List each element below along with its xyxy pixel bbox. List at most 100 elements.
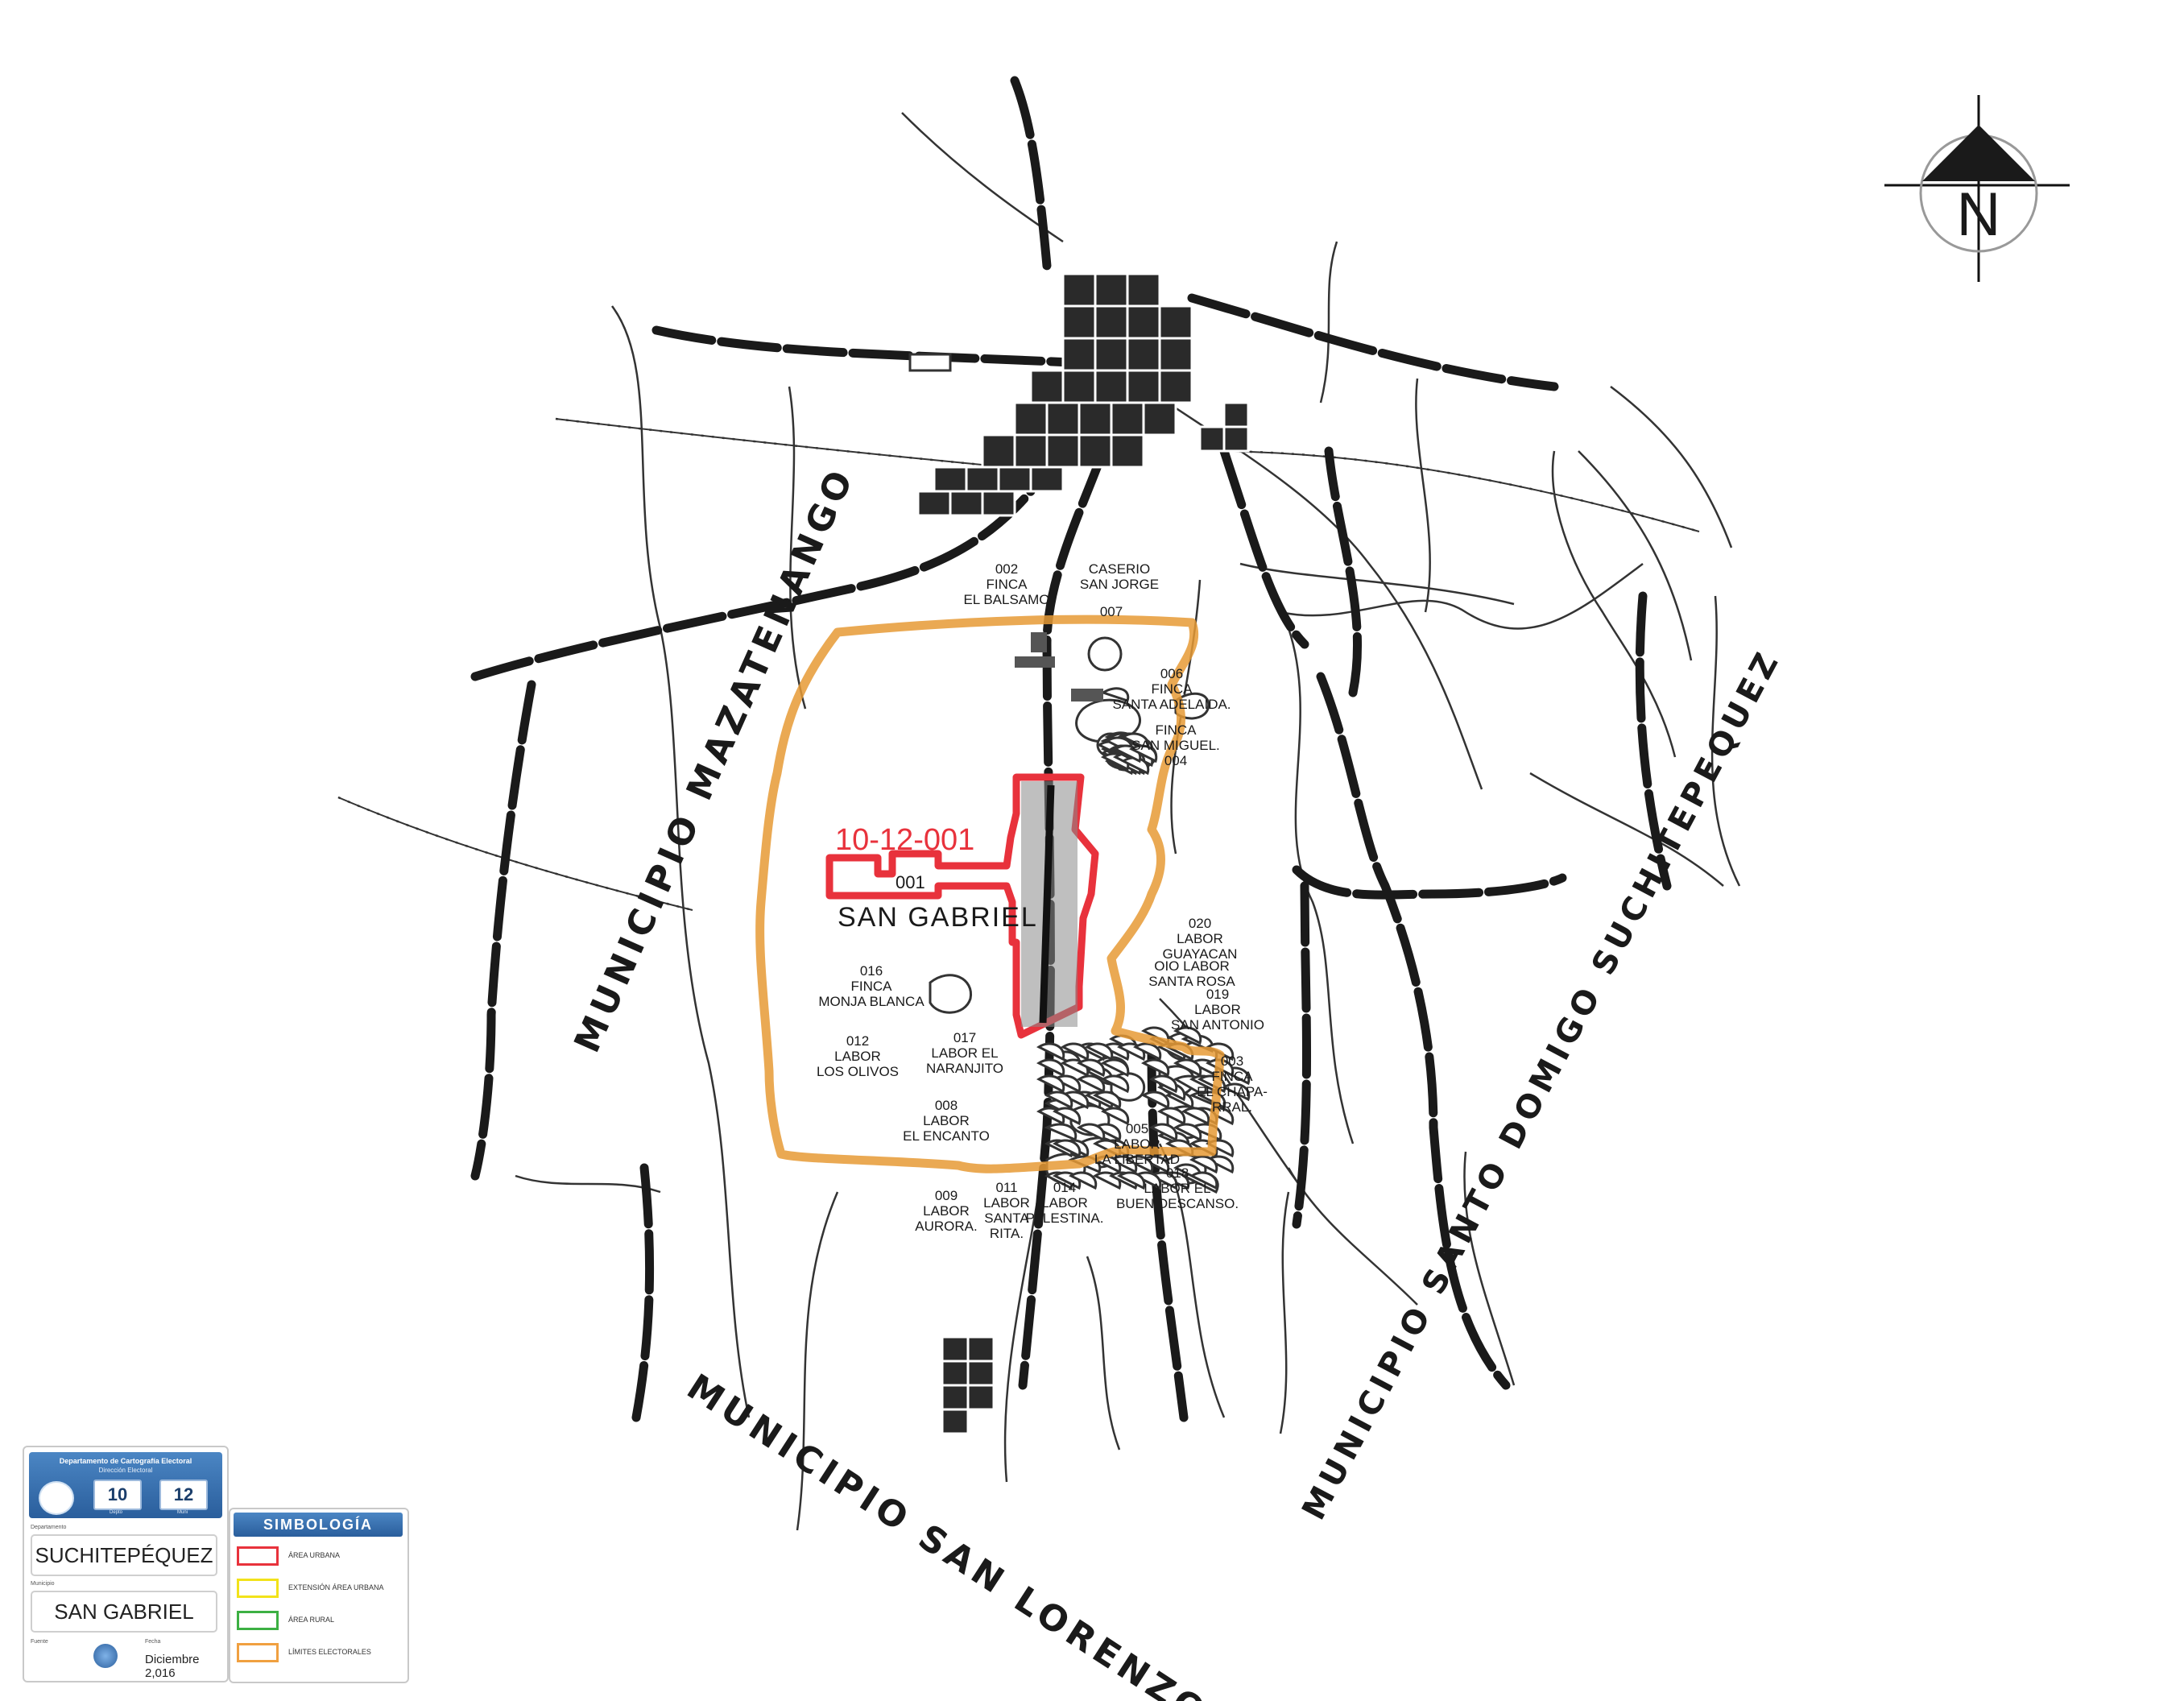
place-label-line: FINCA	[987, 577, 1028, 592]
place-label-line: LABOR	[1114, 1136, 1160, 1152]
place-label-line: LABOR	[1177, 931, 1223, 946]
place-label-line: FINCA	[1152, 681, 1193, 697]
north-letter: N	[1957, 180, 2001, 249]
place-label-line: SAN JORGE	[1080, 577, 1159, 592]
legend-item-electoral-limits: LÍMITES ELECTORALES	[237, 1641, 402, 1666]
legend-swatch	[237, 1579, 279, 1598]
place-label-line: LABOR	[834, 1049, 881, 1064]
place-label-line: EL ENCANTO	[903, 1128, 990, 1144]
department-caption: Departamento	[31, 1525, 67, 1530]
place-label-line: GUAYACAN	[1163, 946, 1238, 962]
date-value: Diciembre 2,016	[145, 1653, 200, 1680]
legend-item-rural: ÁREA RURAL	[237, 1609, 402, 1633]
place-label-line: 008	[935, 1098, 958, 1113]
municipio-caption: Municipio	[31, 1581, 55, 1587]
urban-number-label: 001	[896, 872, 925, 892]
seal-icon	[39, 1481, 74, 1515]
place-label-line: SANTA ADELAIDA.	[1112, 697, 1231, 712]
place-label-line: CASERIO	[1089, 561, 1151, 577]
place-label-line: 018	[1166, 1165, 1189, 1181]
place-label-line: RRAL.	[1212, 1099, 1252, 1115]
label-municipio-santo-domingo: MUNICIPIO SANTO DOMIGO SUCHITEPEQUEZ	[1295, 643, 1788, 1525]
urban-code-label: 10-12-001	[835, 823, 974, 857]
muni-code: 12	[159, 1480, 208, 1510]
place-label-line: NARANJITO	[926, 1061, 1003, 1076]
place-label-line: BUEN DESCANSO.	[1116, 1196, 1239, 1211]
depto-code: 10	[93, 1480, 142, 1510]
place-label-line: 019	[1206, 987, 1229, 1002]
legend-swatch	[237, 1546, 279, 1566]
place-label-line: LA LIBERTAD	[1094, 1152, 1180, 1167]
place-label-line: 014	[1053, 1180, 1076, 1195]
card-department-title: Departamento de Cartografía Electoral	[59, 1457, 192, 1465]
legend-item-urban: ÁREA URBANA	[237, 1545, 402, 1569]
place-label-line: SANTA ROSA	[1148, 974, 1235, 989]
place-label-line: RITA.	[990, 1226, 1024, 1241]
place-label-line: 002	[995, 561, 1018, 577]
place-label-line: LABOR EL	[931, 1045, 998, 1061]
settlements	[929, 687, 1251, 1194]
place-label-line: LABOR	[983, 1195, 1030, 1211]
north-arrow: N	[1884, 95, 2070, 282]
place-label-line: LABOR EL	[1144, 1181, 1210, 1196]
date-caption: Fecha	[145, 1639, 161, 1645]
place-label-line: 005	[1126, 1121, 1148, 1136]
place-label-line: SANTA	[984, 1211, 1029, 1226]
place-label-line: LABOR	[1041, 1195, 1088, 1211]
place-label-line: EL BALSAMO	[963, 592, 1049, 607]
place-label-line: LABOR	[1194, 1002, 1241, 1017]
feature-cemetery	[1015, 656, 1055, 668]
place-label-line: LABOR	[923, 1113, 970, 1128]
place-label-line: 016	[860, 963, 883, 979]
place-label-line: 006	[1160, 666, 1183, 681]
card-direction: Dirección Electoral	[98, 1467, 153, 1474]
circle-landmark	[1087, 636, 1123, 672]
place-label-line: LOS OLIVOS	[817, 1064, 899, 1079]
place-label-line: 003	[1221, 1053, 1243, 1069]
muni-caption: Muni	[177, 1510, 188, 1515]
legend-title: SIMBOLOGÍA	[234, 1513, 403, 1537]
place-label-line: 020	[1189, 916, 1211, 931]
place-label-line: EL CHAPA-	[1197, 1084, 1268, 1099]
source-logo-icon	[93, 1644, 118, 1668]
place-label-line: 012	[846, 1033, 869, 1049]
place-label-line: LABOR	[923, 1203, 970, 1219]
place-label-line: FINCA	[1212, 1069, 1254, 1084]
depto-caption: Depto	[110, 1510, 123, 1515]
legend-label: ÁREA URBANA	[288, 1551, 341, 1559]
urban-name-label: SAN GABRIEL	[838, 902, 1038, 933]
place-label-line: MONJA BLANCA	[818, 994, 924, 1009]
urban-area-boundary	[825, 773, 1099, 1039]
place-label-line: 009	[935, 1188, 958, 1203]
place-label-line: 011	[995, 1180, 1017, 1195]
place-label-line: 004	[1164, 753, 1187, 768]
card-header: Departamento de Cartografía Electoral Di…	[29, 1452, 222, 1518]
municipio-field: SAN GABRIEL	[31, 1591, 217, 1633]
place-label-line: AURORA.	[915, 1219, 977, 1234]
legend-swatch	[237, 1643, 279, 1662]
legend: SIMBOLOGÍA ÁREA URBANA EXTENSIÓN ÁREA UR…	[229, 1508, 409, 1683]
place-label-line: OIO LABOR	[1154, 958, 1230, 974]
place-label-line: 007	[1100, 604, 1123, 619]
place-label-line: PALESTINA.	[1026, 1211, 1104, 1226]
legend-label: EXTENSIÓN ÁREA URBANA	[288, 1583, 384, 1591]
legend-item-urban-extension: EXTENSIÓN ÁREA URBANA	[237, 1577, 402, 1601]
place-label-line: 017	[953, 1030, 976, 1045]
town-mazatenango	[916, 272, 1250, 517]
